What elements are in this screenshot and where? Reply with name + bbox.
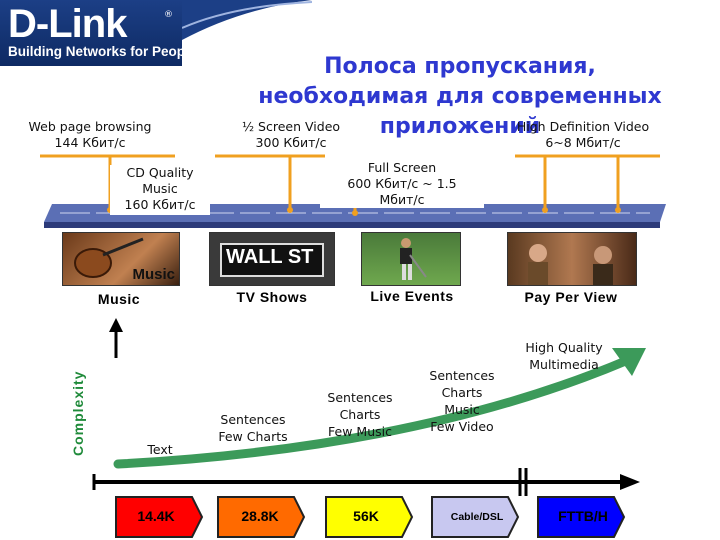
bw-web-rate: 144 Кбит/с bbox=[54, 135, 126, 150]
stage-4-line-3: Music bbox=[444, 402, 480, 417]
complexity-stage-few-music: Sentences Charts Few Music bbox=[316, 389, 404, 440]
bw-half-screen: ½ Screen Video 300 Кбит/с bbox=[196, 119, 386, 151]
stage-4-line-2: Charts bbox=[441, 385, 483, 400]
speed-label-28k: 28.8K bbox=[241, 508, 279, 524]
complexity-growth-curve bbox=[113, 355, 633, 469]
bw-full-rate: 600 Кбит/с ~ 1.5 Мбит/с bbox=[347, 176, 457, 207]
category-label-music: Music bbox=[97, 291, 141, 307]
logo-swoosh-graphic bbox=[182, 0, 312, 40]
speed-arrow-56k bbox=[325, 496, 414, 538]
golfer-icon bbox=[400, 238, 427, 280]
stage-4-line-1: Sentences bbox=[429, 368, 495, 383]
speed-axis-arrowhead bbox=[620, 474, 640, 490]
bw-cd-name: CD Quality Music bbox=[126, 165, 194, 196]
speed-arrow-cable-dsl bbox=[431, 496, 520, 538]
complexity-diagram bbox=[92, 318, 646, 496]
complexity-stage-multimedia: High Quality Multimedia bbox=[512, 339, 616, 373]
speed-label-14k: 14.4K bbox=[137, 508, 175, 524]
logo-tagline: Building Networks for People bbox=[8, 44, 197, 59]
stage-4-line-4: Few Video bbox=[430, 419, 494, 434]
bw-half-rate: 300 Кбит/с bbox=[255, 135, 327, 150]
slide-title: Полоса пропускания, необходимая для совр… bbox=[258, 54, 662, 139]
stage-5-line-1: High Quality bbox=[525, 340, 603, 355]
logo-brand: D-Link bbox=[8, 2, 127, 46]
music-thumbnail-text: Music bbox=[132, 266, 175, 283]
bandwidth-bar-side bbox=[44, 222, 660, 228]
bw-cd-quality: CD Quality Music 160 Кбит/с bbox=[110, 165, 210, 215]
bw-cd-rate: 160 Кбит/с bbox=[124, 197, 196, 212]
stage-5-line-2: Multimedia bbox=[529, 357, 599, 372]
stage-3-line-2: Charts bbox=[339, 407, 381, 422]
speed-label-cable-dsl: Cable/DSL bbox=[450, 511, 504, 523]
category-label-tv-shows: TV Shows bbox=[236, 289, 308, 305]
complexity-stage-few-charts: Sentences Few Charts bbox=[206, 411, 300, 445]
complexity-axis-label: Complexity bbox=[70, 370, 86, 456]
stage-1-line-1: Text bbox=[147, 442, 173, 457]
stage-3-line-3: Few Music bbox=[328, 424, 392, 439]
stage-2-line-2: Few Charts bbox=[218, 429, 288, 444]
pay-per-view-thumbnail bbox=[507, 232, 637, 286]
category-label-live-events: Live Events bbox=[370, 288, 454, 304]
music-thumbnail: Music bbox=[62, 232, 180, 286]
speed-label-56k: 56K bbox=[353, 508, 379, 524]
bw-full-screen: Full Screen 600 Кбит/с ~ 1.5 Мбит/с bbox=[320, 160, 484, 208]
complexity-curve-arrowhead bbox=[612, 348, 646, 376]
bw-web-browsing: Web page browsing 144 Кбит/с bbox=[16, 119, 164, 151]
complexity-stage-few-video: Sentences Charts Music Few Video bbox=[418, 367, 506, 435]
speed-label-fttb: FTTB/H bbox=[558, 508, 608, 524]
speed-arrows bbox=[115, 496, 626, 538]
speed-arrow-14k bbox=[115, 496, 204, 538]
stage-2-line-1: Sentences bbox=[220, 412, 286, 427]
wall-street-sign-text: WALL ST bbox=[226, 246, 314, 268]
guitar-icon bbox=[74, 237, 144, 278]
bw-high-rate: 6~8 Мбит/с bbox=[545, 135, 621, 150]
bw-full-name: Full Screen bbox=[367, 160, 437, 175]
tv-shows-thumbnail: WALL ST bbox=[209, 232, 335, 286]
bw-half-name: ½ Screen Video bbox=[241, 119, 341, 134]
logo-registered-mark: ® bbox=[164, 10, 173, 20]
speed-arrow-28k bbox=[217, 496, 306, 538]
bw-web-name: Web page browsing bbox=[28, 119, 152, 134]
complexity-axis-arrowhead bbox=[109, 318, 123, 332]
dlink-logo: D-Link ® Building Networks for People bbox=[0, 0, 196, 66]
live-events-thumbnail bbox=[361, 232, 461, 286]
speed-arrow-fttb bbox=[537, 496, 626, 538]
stage-3-line-1: Sentences bbox=[327, 390, 393, 405]
bw-high-name: High Definition Video bbox=[516, 119, 650, 134]
bw-high-definition: High Definition Video 6~8 Мбит/с bbox=[470, 119, 696, 151]
category-label-pay-per-view: Pay Per View bbox=[524, 289, 618, 305]
people-scene-icon bbox=[528, 244, 613, 285]
complexity-stage-text: Text bbox=[132, 441, 188, 458]
